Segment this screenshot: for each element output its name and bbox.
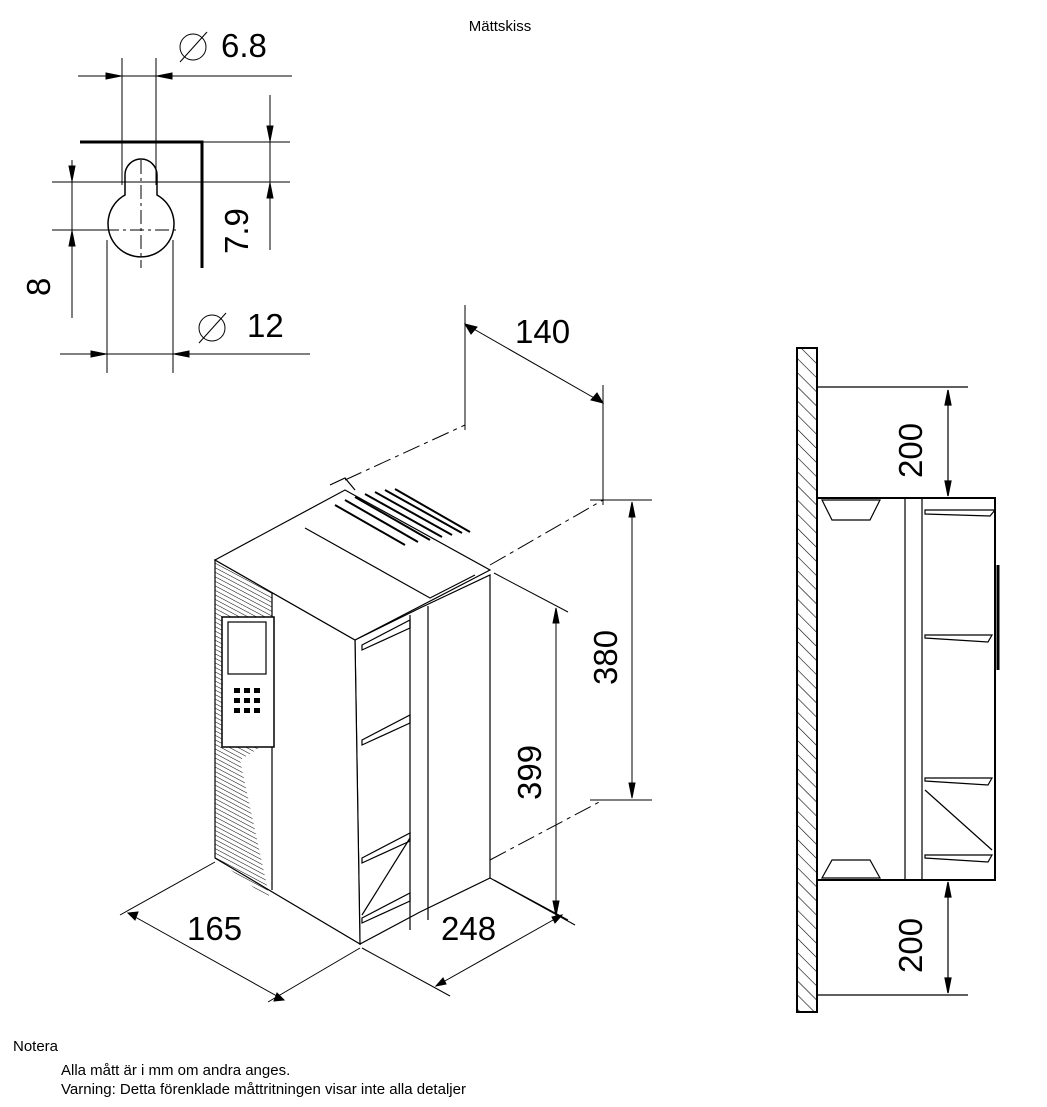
dim-height: 399 bbox=[511, 745, 548, 800]
dim-keyhole-offset: 8 bbox=[20, 278, 57, 296]
display-window bbox=[227, 621, 267, 675]
wall-hatch bbox=[796, 347, 818, 1013]
keyhole-detail bbox=[52, 31, 310, 373]
dim-depth-top: 140 bbox=[515, 313, 570, 350]
dim-width: 165 bbox=[187, 910, 242, 947]
note-line-warning: Varning: Detta förenklade måttritningen … bbox=[61, 1081, 466, 1098]
side-view bbox=[796, 347, 1000, 1013]
dim-hole-diameter: 6.8 bbox=[221, 27, 267, 64]
dim-clearance-bottom: 200 bbox=[892, 918, 929, 973]
dim-clearance-top: 200 bbox=[892, 423, 929, 478]
drive-unit-isometric bbox=[213, 477, 492, 946]
notes-heading: Notera bbox=[13, 1038, 59, 1055]
dim-depth: 248 bbox=[441, 910, 496, 947]
dim-mounting-height: 380 bbox=[587, 630, 624, 685]
dim-keyhole-vertical: 7.9 bbox=[218, 208, 255, 254]
note-line-units: Alla mått är i mm om andra anges. bbox=[61, 1062, 291, 1079]
drawing-title: Mättskiss bbox=[468, 18, 532, 35]
dim-head-diameter: 12 bbox=[247, 307, 284, 344]
